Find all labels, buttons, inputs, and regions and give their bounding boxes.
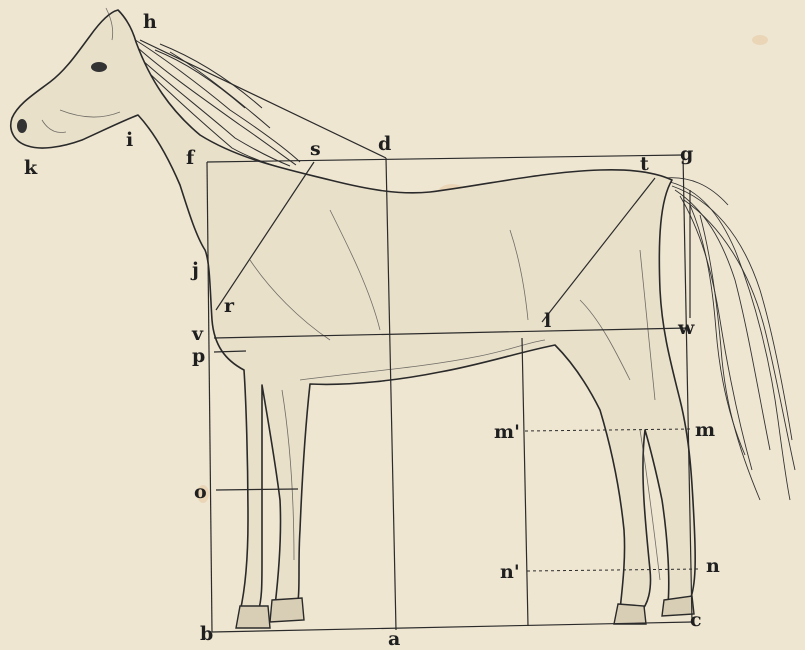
label-s: s [310,138,321,160]
label-n-prime: n' [500,561,520,583]
label-m: m [695,419,715,441]
label-d: d [378,133,391,155]
label-c: c [690,609,702,631]
label-k: k [24,157,38,179]
label-g: g [680,143,693,165]
label-r: r [224,295,235,317]
label-w: w [677,317,695,339]
label-n: n [706,555,720,577]
label-m-prime: m' [494,421,520,443]
line-b-c [212,622,692,632]
label-l: l [544,310,551,332]
label-a: a [388,628,400,650]
label-v: v [191,323,204,345]
horse-body [11,8,695,628]
line-f-g [207,155,683,162]
label-p: p [192,345,205,367]
label-o: o [194,481,207,503]
label-j: j [190,259,199,281]
label-t: t [640,153,649,175]
label-b: b [200,623,213,645]
line-l-down [522,338,528,626]
label-i: i [126,129,133,151]
label-h: h [143,11,157,33]
